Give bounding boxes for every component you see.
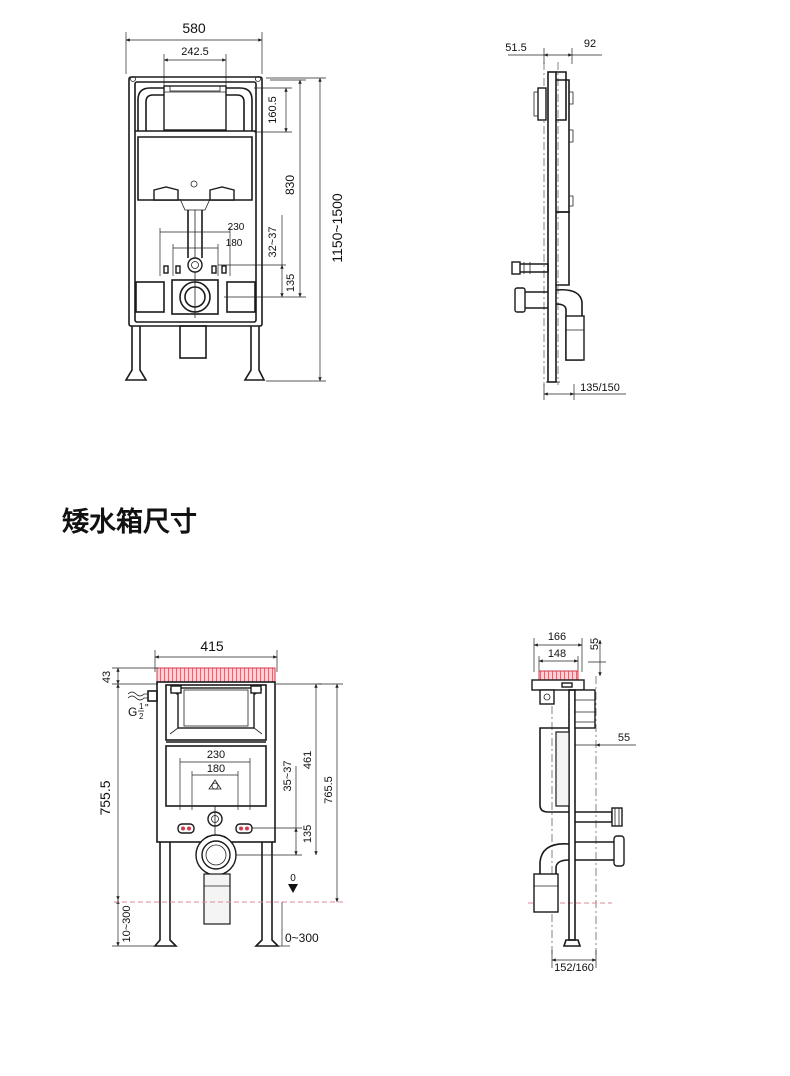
- low-side-view: 166 148 55 55: [528, 631, 636, 974]
- low-front-width-total: 415: [200, 638, 224, 654]
- tall-side-bottom: 135/150: [580, 382, 620, 394]
- low-front-view: 415 43 230: [97, 638, 345, 947]
- tall-front-bolts: [163, 265, 227, 274]
- tall-front-rod-gap: 32~37: [267, 227, 279, 258]
- tall-front-outlet-height: 830: [283, 175, 297, 195]
- tall-front-width-total: 580: [182, 20, 206, 36]
- tall-front-width-panel: 242.5: [181, 46, 209, 58]
- low-front-frame-height: 765.5: [323, 776, 335, 804]
- low-side-mid-right: 55: [618, 732, 630, 744]
- low-front-outlet-drop: 135: [302, 825, 314, 843]
- tall-side-view: 51.5 92 135/15: [505, 38, 626, 400]
- low-front-rod-gap: 35~37: [282, 761, 294, 792]
- section-title: 矮水箱尺寸: [62, 506, 197, 538]
- low-front-pipe-outer: 230: [207, 749, 225, 761]
- tall-side-depth-left: 51.5: [505, 42, 526, 54]
- low-side-bottom: 152/160: [554, 962, 594, 974]
- low-front-inlet-num: 1: [139, 702, 144, 711]
- tall-front-outlet-drop: 135: [285, 274, 297, 292]
- low-front-red-top: [156, 667, 276, 683]
- low-side-width-inner: 148: [548, 648, 566, 660]
- low-front-inlet-mark: ": [145, 703, 149, 714]
- tall-front-view: 580 242.5 230 180: [124, 20, 345, 382]
- low-front-pipe-inner: 180: [207, 763, 225, 775]
- low-front-outlet-height: 461: [302, 751, 314, 769]
- low-front-top-dim: 43: [101, 671, 113, 683]
- low-front-floor-range: 0~300: [285, 931, 319, 945]
- low-front-inlet-g: G: [128, 705, 137, 719]
- low-side-top-right: 55: [589, 638, 601, 650]
- low-side-red-top: [538, 670, 579, 681]
- tall-front-pipe-inner: 180: [226, 238, 243, 249]
- tall-front-total-height: 1150~1500: [329, 193, 345, 263]
- low-front-floor-zero: 0: [290, 873, 296, 884]
- tall-front-top-panel: 160.5: [267, 96, 279, 124]
- low-side-width-outer: 166: [548, 631, 566, 643]
- low-front-inlet-den: 2: [139, 712, 144, 721]
- tall-side-depth-right: 92: [584, 38, 596, 50]
- low-front-total-height: 755.5: [97, 780, 113, 815]
- tall-front-pipe-outer: 230: [228, 222, 245, 233]
- low-front-leg-adjust: 10~300: [121, 905, 133, 942]
